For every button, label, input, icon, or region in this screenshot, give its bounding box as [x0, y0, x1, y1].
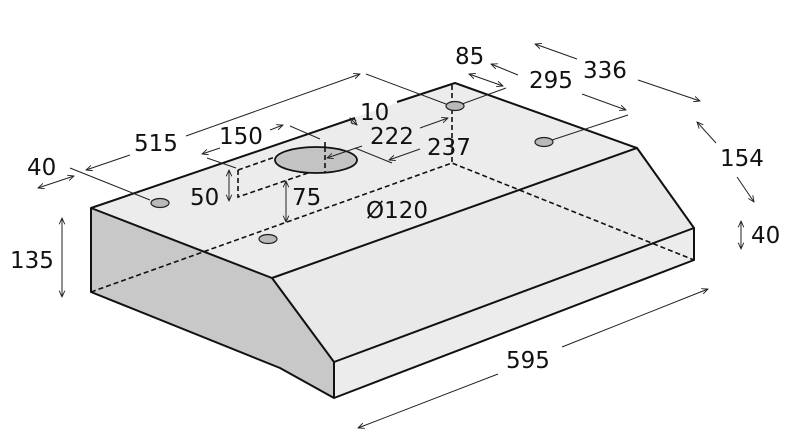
dim-line-515b	[185, 74, 360, 137]
mounting-slot	[150, 197, 170, 209]
duct-opening	[274, 146, 358, 174]
mounting-slot	[534, 136, 554, 148]
mounting-slot	[258, 233, 278, 245]
dim-label-10: 10	[360, 100, 389, 126]
dim-line-10	[350, 118, 357, 125]
dim-label-40-right: 40	[751, 223, 780, 249]
hidden-cutout-top	[237, 155, 279, 171]
dim-label-85: 85	[455, 44, 484, 70]
hood-left-side-face	[91, 208, 334, 398]
dim-line-150a	[202, 147, 221, 154]
dim-line-595b	[561, 289, 708, 348]
hood-front-lip-face	[334, 228, 694, 398]
dim-label-336: 336	[583, 58, 627, 84]
ext-line-85	[461, 87, 507, 105]
dim-line-85	[469, 74, 503, 86]
ext-line-515	[365, 73, 447, 105]
dim-line-336b	[637, 79, 700, 101]
dim-label-40-left: 40	[27, 155, 56, 181]
dim-label-154: 154	[720, 146, 764, 172]
dim-line-336a	[535, 44, 578, 60]
dim-label-120: Ø120	[366, 198, 428, 224]
dim-line-295a	[491, 64, 519, 76]
dim-label-595: 595	[506, 348, 550, 374]
ext-line-left	[69, 167, 151, 201]
dim-line-154b	[736, 176, 754, 202]
dim-label-50: 50	[190, 185, 219, 211]
dim-label-295: 295	[529, 68, 573, 94]
hood-front-slope-face	[272, 148, 694, 362]
edge-back-top-right	[90, 82, 695, 399]
dim-line-150b	[269, 125, 283, 131]
dim-label-222: 222	[370, 124, 414, 150]
ext-line-295	[551, 114, 629, 141]
dim-line-154a	[697, 122, 717, 144]
hood-top-face	[91, 83, 637, 278]
dim-line-40-left	[38, 176, 74, 188]
dim-line-237a	[389, 148, 421, 160]
ext-line-222	[354, 147, 393, 164]
dim-label-515: 515	[134, 131, 178, 157]
dim-line-295b	[581, 93, 626, 110]
dim-label-75: 75	[292, 185, 321, 211]
dim-label-135: 135	[10, 248, 54, 274]
dim-line-237b	[419, 118, 448, 129]
hidden-cutout-outline	[237, 161, 341, 199]
dim-label-237: 237	[427, 135, 471, 161]
dim-line-595a	[358, 373, 499, 428]
edge-top-front	[271, 147, 638, 279]
dim-label-150: 150	[219, 124, 263, 150]
ext-line-150b	[289, 125, 321, 140]
ext-line-150	[206, 157, 237, 169]
dim-line-515	[86, 154, 131, 170]
edge-lip-top	[333, 227, 695, 363]
mounting-slot	[445, 100, 465, 112]
